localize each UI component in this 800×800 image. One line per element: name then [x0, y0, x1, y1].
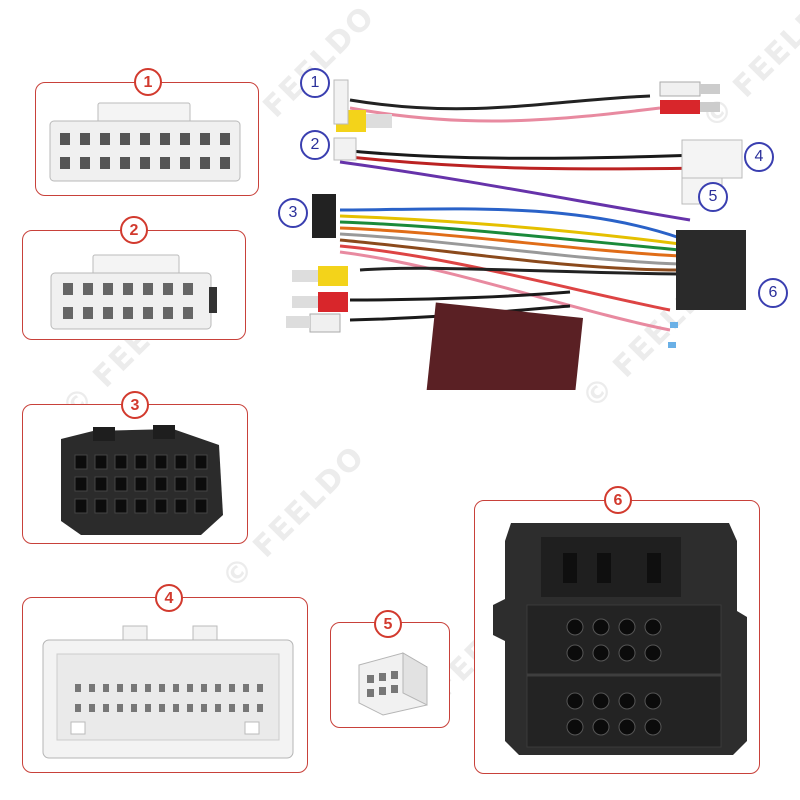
panel-connector-4 — [22, 597, 308, 773]
panel-connector-2 — [22, 230, 246, 340]
connector-4-image — [42, 625, 294, 759]
connector-1-image — [49, 102, 241, 182]
panel-connector-5 — [330, 622, 450, 728]
panel-6-number-badge: 6 — [604, 486, 632, 514]
connector-6-image — [493, 523, 747, 755]
connector-2-image — [50, 254, 217, 330]
panel-5-number-badge: 5 — [374, 610, 402, 638]
panel-connector-3 — [22, 404, 248, 544]
wiring-harness-image — [286, 79, 746, 390]
harness-callout-3: 3 — [278, 198, 308, 228]
panel-4-number-badge: 4 — [155, 584, 183, 612]
panel-connector-6 — [474, 500, 760, 774]
connector-5-image — [358, 652, 428, 716]
harness-callout-1: 1 — [300, 68, 330, 98]
harness-callout-6: 6 — [758, 278, 788, 308]
panel-3-number-badge: 3 — [121, 391, 149, 419]
panel-2-number-badge: 2 — [120, 216, 148, 244]
connector-3-image — [61, 425, 223, 535]
harness-callout-4: 4 — [744, 142, 774, 172]
harness-callout-5: 5 — [698, 182, 728, 212]
harness-callout-2: 2 — [300, 130, 330, 160]
panel-connector-1 — [35, 82, 259, 196]
panel-1-number-badge: 1 — [134, 68, 162, 96]
